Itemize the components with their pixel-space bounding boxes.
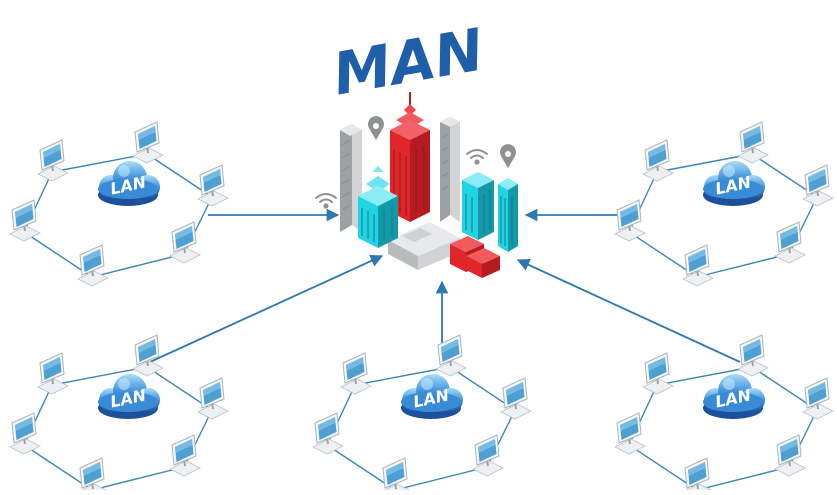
computer-icon	[472, 434, 504, 477]
computer-icon	[642, 352, 674, 395]
computer-icon	[197, 377, 229, 420]
lan-cloud-icon: LAN	[98, 374, 160, 419]
cyan-tower-right	[462, 172, 518, 252]
computer-icon	[77, 457, 109, 495]
computer-icon	[77, 244, 109, 287]
red-skyscraper	[390, 92, 430, 222]
man-title: MAN	[328, 15, 489, 108]
computer-icon	[132, 121, 164, 164]
computer-icon	[642, 139, 674, 182]
lan-bottom-left: LAN	[9, 334, 229, 495]
computer-icon	[802, 377, 834, 420]
lan-cloud-icon: LAN	[98, 161, 160, 206]
gray-tower-left	[340, 124, 362, 232]
computer-icon	[380, 457, 412, 495]
location-pin-icon	[368, 116, 384, 140]
red-low-buildings	[450, 236, 500, 278]
gray-tower-right	[440, 117, 460, 222]
computer-icon	[312, 412, 344, 455]
computer-icon	[614, 199, 646, 242]
lan-bottom-right: LAN	[614, 334, 834, 495]
computer-icon	[614, 412, 646, 455]
computer-icon	[774, 221, 806, 264]
computer-icon	[737, 121, 769, 164]
connection-arrow	[516, 259, 741, 363]
low-gray-building	[388, 222, 460, 270]
computer-icon	[197, 164, 229, 207]
computer-icon	[774, 434, 806, 477]
computer-icon	[802, 164, 834, 207]
city-buildings	[315, 92, 518, 278]
computer-icon	[737, 334, 769, 377]
lan-top-right: LAN	[614, 121, 834, 287]
computer-icon	[9, 199, 41, 242]
computer-icon	[500, 377, 532, 420]
computer-icon	[9, 412, 41, 455]
computer-icon	[169, 434, 201, 477]
cyan-tower-left	[358, 166, 398, 248]
computer-icon	[37, 139, 69, 182]
computer-icon	[435, 334, 467, 377]
computer-icon	[682, 244, 714, 287]
computer-icon	[682, 457, 714, 495]
lan-top-left: LAN	[9, 121, 229, 287]
computer-icon	[169, 221, 201, 264]
computer-icon	[37, 352, 69, 395]
wifi-icon	[466, 149, 488, 165]
location-pin-icon	[500, 144, 516, 168]
connection-arrows	[149, 208, 741, 363]
computer-icon	[340, 352, 372, 395]
lan-cloud-icon: LAN	[401, 374, 463, 419]
wifi-icon	[315, 193, 337, 209]
lan-cloud-icon: LAN	[703, 161, 765, 206]
lan-clusters: LAN LAN LAN LAN LAN	[9, 121, 834, 495]
connection-arrow	[149, 254, 384, 363]
computer-icon	[132, 334, 164, 377]
lan-cloud-icon: LAN	[703, 374, 765, 419]
lan-bottom-center: LAN	[312, 334, 532, 495]
